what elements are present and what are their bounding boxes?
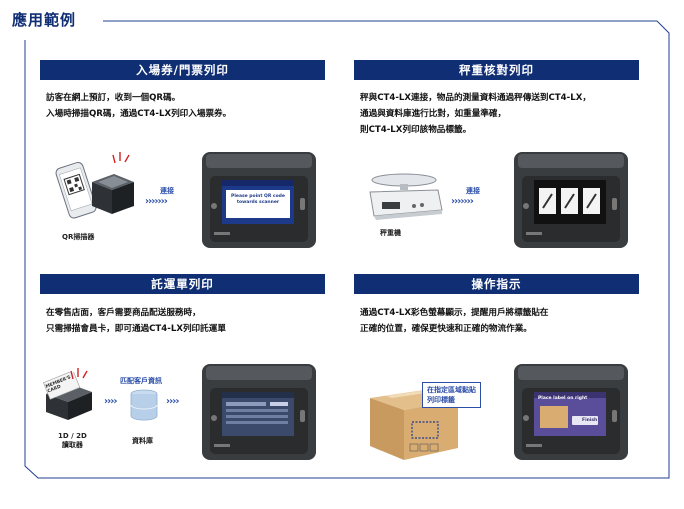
callout-line: 列印標籤 — [427, 396, 455, 404]
scan-signal-icon — [112, 152, 130, 164]
section-header-waybill: 託運單列印 — [40, 274, 325, 294]
smartphone-qr-icon — [55, 161, 97, 219]
barcode-reader-icon — [43, 372, 92, 420]
database-icon — [130, 389, 158, 421]
arrow-chevrons-icon: ››››››› — [451, 196, 474, 207]
arrow-chevrons-icon: ››››››› — [145, 196, 168, 207]
desc-line: 訪客在網上預訂，收到一個QR碼。 — [46, 93, 181, 103]
qr-scanner-icon — [92, 174, 134, 214]
finish-button[interactable]: Finish — [582, 418, 598, 423]
match-customer-label: 匹配客戶資訊 — [120, 377, 162, 385]
printer-screen-text: Please point QR code towards scanner — [226, 194, 290, 206]
reader-label-line: 1D / 2D — [58, 432, 87, 440]
section-header-operation-guide: 操作指示 — [354, 274, 639, 294]
connect-label: 連接 — [466, 187, 480, 195]
section-header-weigh-check: 秤重核對列印 — [354, 60, 639, 80]
cardboard-box-icon — [370, 388, 458, 460]
desc-line: 正確的位置，確保更快速和正確的物流作業。 — [360, 324, 532, 334]
printer-screen-instruction: Place label on right — [538, 396, 588, 401]
screen-line: towards scanner — [236, 200, 280, 205]
reader-label-line: 讀取器 — [61, 441, 83, 449]
desc-line: 入場時掃描QR碼，通過CT4-LX列印入場票券。 — [46, 109, 232, 119]
ct4-lx-printer-guide — [514, 364, 628, 460]
weighing-scale-icon — [369, 173, 443, 220]
ct4-lx-printer-waybill — [202, 364, 316, 460]
ct4-lx-printer-ticket — [202, 152, 316, 248]
section-description-ticket: 訪客在網上預訂，收到一個QR碼。 入場時掃描QR碼，通過CT4-LX列印入場票券… — [46, 90, 231, 122]
connect-label: 連接 — [160, 187, 174, 195]
ct4-lx-printer-weigh — [514, 152, 628, 248]
section-description-waybill: 在零售店面，客戶需要商品配送服務時， 只需掃描會員卡，即可通過CT4-LX列印託… — [46, 305, 226, 337]
desc-line: 通過CT4-LX彩色螢幕顯示，提醒用戶將標籤貼在 — [360, 308, 549, 318]
scale-label: 秤重機 — [380, 229, 401, 237]
scan-signal-icon — [70, 368, 88, 380]
page-title: 應用範例 — [12, 11, 77, 29]
desc-line: 則CT4-LX列印該物品標籤。 — [360, 125, 472, 135]
desc-line: 在零售店面，客戶需要商品配送服務時， — [46, 308, 201, 318]
label-position-callout: 在指定區域黏貼 列印標籤 — [422, 382, 481, 408]
section-header-ticket-printing: 入場券/門票列印 — [40, 60, 325, 80]
database-label: 資料庫 — [132, 437, 153, 445]
desc-line: 通過與資料庫進行比對，如重量準確， — [360, 109, 507, 119]
section-description-weigh: 秤與CT4-LX連接，物品的測量資料通過秤傳送到CT4-LX， 通過與資料庫進行… — [360, 90, 591, 138]
desc-line: 秤與CT4-LX連接，物品的測量資料通過秤傳送到CT4-LX， — [360, 93, 591, 103]
reader-label: 1D / 2D 讀取器 — [58, 432, 87, 450]
section-description-guide: 通過CT4-LX彩色螢幕顯示，提醒用戶將標籤貼在 正確的位置，確保更快速和正確的… — [360, 305, 549, 337]
arrow-chevrons-icon: ›››› — [166, 396, 180, 407]
screen-line: Please point QR code — [231, 194, 285, 199]
callout-line: 在指定區域黏貼 — [427, 386, 476, 394]
arrow-chevrons-icon: ›››› — [104, 396, 118, 407]
qr-scanner-label: QR掃描器 — [62, 233, 95, 241]
desc-line: 只需掃描會員卡，即可通過CT4-LX列印託運單 — [46, 324, 226, 334]
